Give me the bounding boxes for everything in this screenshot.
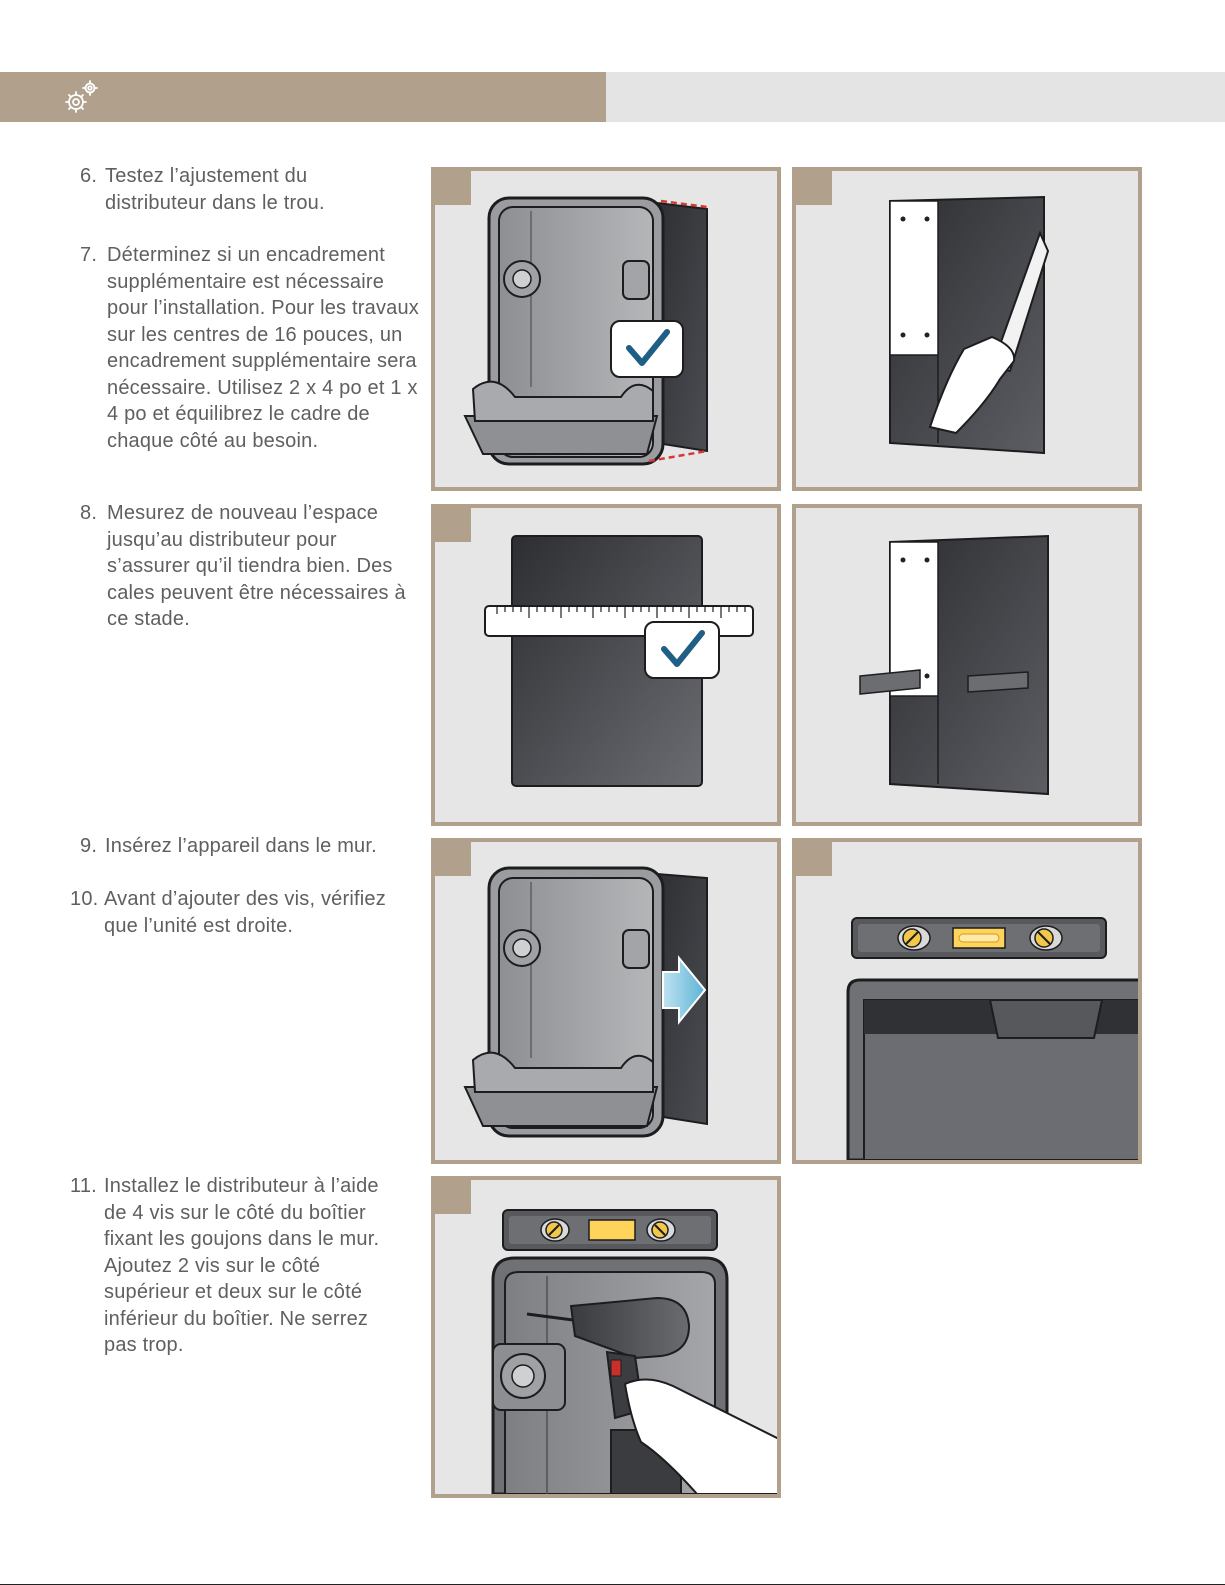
step-text: Testez l’ajustement du distributeur dans… <box>105 165 325 214</box>
insert-drawing <box>463 866 708 1138</box>
step-9: 9. Insérez l’appareil dans le mur. <box>80 833 410 860</box>
illustration-insert <box>431 838 781 1164</box>
dispenser-fit-drawing <box>463 196 708 466</box>
header-bar <box>0 72 606 122</box>
step-number: 10. <box>70 888 99 910</box>
step-8: 8. Mesurez de nouveau l’espace jusqu’au … <box>80 500 410 633</box>
step-text: Installez le distributeur à l’aide de 4 … <box>104 1175 380 1356</box>
level-drawing <box>846 917 1138 1160</box>
step-text: Déterminez si un encadrement supplémenta… <box>107 244 419 452</box>
drill-drawing <box>491 1209 777 1494</box>
gears-icon <box>65 80 98 113</box>
step-number: 6. <box>80 165 98 187</box>
step-number: 7. <box>80 244 98 266</box>
panel-tag <box>435 842 471 876</box>
panel-tag <box>435 171 471 205</box>
illustration-measure <box>431 504 781 826</box>
illustration-fit-test <box>431 167 781 491</box>
step-10: 10. Avant d’ajouter des vis, vérifiez qu… <box>70 886 410 939</box>
step-number: 8. <box>80 502 98 524</box>
step-text: Insérez l’appareil dans le mur. <box>105 835 377 857</box>
panel-tag <box>435 1180 471 1214</box>
illustration-shims <box>792 504 1142 826</box>
panel-tag <box>796 842 832 876</box>
panel-tag <box>796 171 832 205</box>
illustration-drill <box>431 1176 781 1498</box>
step-6: 6. Testez l’ajustement du distributeur d… <box>80 163 410 216</box>
step-11: 11. Installez le distributeur à l’aide d… <box>70 1173 400 1359</box>
shims-drawing <box>859 534 1049 796</box>
illustration-framing <box>792 167 1142 491</box>
step-7: 7. Déterminez si un encadrement suppléme… <box>80 242 420 454</box>
step-text: Avant d’ajouter des vis, vérifiez que l’… <box>104 888 386 937</box>
header-bar-extension <box>606 72 1225 122</box>
illustration-level <box>792 838 1142 1164</box>
framing-drawing <box>889 195 1050 455</box>
measure-drawing <box>484 535 754 787</box>
panel-tag <box>435 508 471 542</box>
step-text: Mesurez de nouveau l’espace jusqu’au dis… <box>107 502 406 630</box>
step-number: 9. <box>80 835 98 857</box>
step-number: 11. <box>70 1175 97 1197</box>
